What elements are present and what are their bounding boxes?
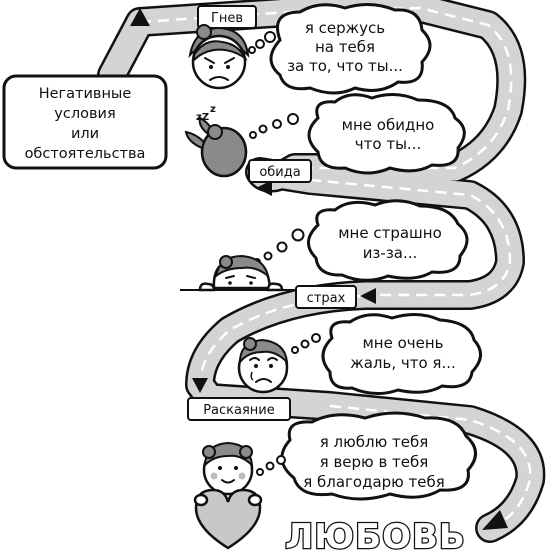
stage-label: обида	[259, 165, 300, 180]
arrow-down-left-icon	[482, 510, 508, 530]
thought-line: что ты...	[355, 135, 421, 153]
thought-line: я благодарю тебя	[303, 473, 445, 491]
svg-text:zZ: zZ	[196, 112, 209, 123]
stage-label: Раскаяние	[203, 403, 275, 418]
thought-line: за то, что ты...	[287, 57, 403, 75]
stage-label: Гнев	[211, 11, 243, 26]
stage-remorse: мне очень жаль, что я... Раскаяние	[187, 313, 482, 421]
thought-line: мне обидно	[342, 116, 435, 134]
road-arrows	[130, 8, 508, 530]
stage-love: я люблю тебя я верю в тебя я благодарю т…	[193, 411, 477, 558]
start-box-line: обстоятельства	[25, 146, 146, 162]
stage-fear: мне страшно из-за... страх	[180, 199, 469, 309]
stage-resentment: zZ z мне обидно что ты... обида	[184, 93, 466, 183]
thought-line: я сержусь	[305, 19, 385, 37]
heart-holding-face-icon	[193, 441, 263, 550]
thought-line: из-за...	[363, 244, 418, 262]
start-box-line: Негативные	[39, 86, 132, 102]
thought-line: я люблю тебя	[320, 433, 428, 451]
start-box-line: условия	[54, 106, 115, 122]
thought-line: на тебя	[315, 38, 375, 56]
arrow-left-icon	[360, 288, 376, 304]
sad-face-icon	[237, 337, 289, 394]
arrow-down-icon	[192, 378, 208, 393]
thought-line: мне страшно	[338, 224, 442, 242]
stage-anger: Гнев я сержусь на тебя за то, что ты...	[188, 3, 432, 95]
sleeping-head-icon: zZ z	[184, 104, 248, 178]
svg-text:z: z	[210, 104, 216, 115]
road	[97, 0, 546, 543]
thought-line: я верю в тебя	[320, 453, 429, 471]
arrow-up-icon	[130, 8, 150, 26]
start-box-line: или	[71, 126, 99, 142]
thought-line: мне очень	[362, 334, 443, 352]
angry-face-icon	[188, 24, 250, 90]
start-box: Негативные условия или обстоятельства	[2, 74, 168, 170]
thought-line: жаль, что я...	[350, 354, 456, 372]
stage-label: страх	[307, 291, 346, 306]
peeking-face-icon	[180, 254, 300, 292]
arrow-left-icon	[256, 180, 272, 196]
final-word: ЛЮБОВЬ	[285, 517, 466, 557]
